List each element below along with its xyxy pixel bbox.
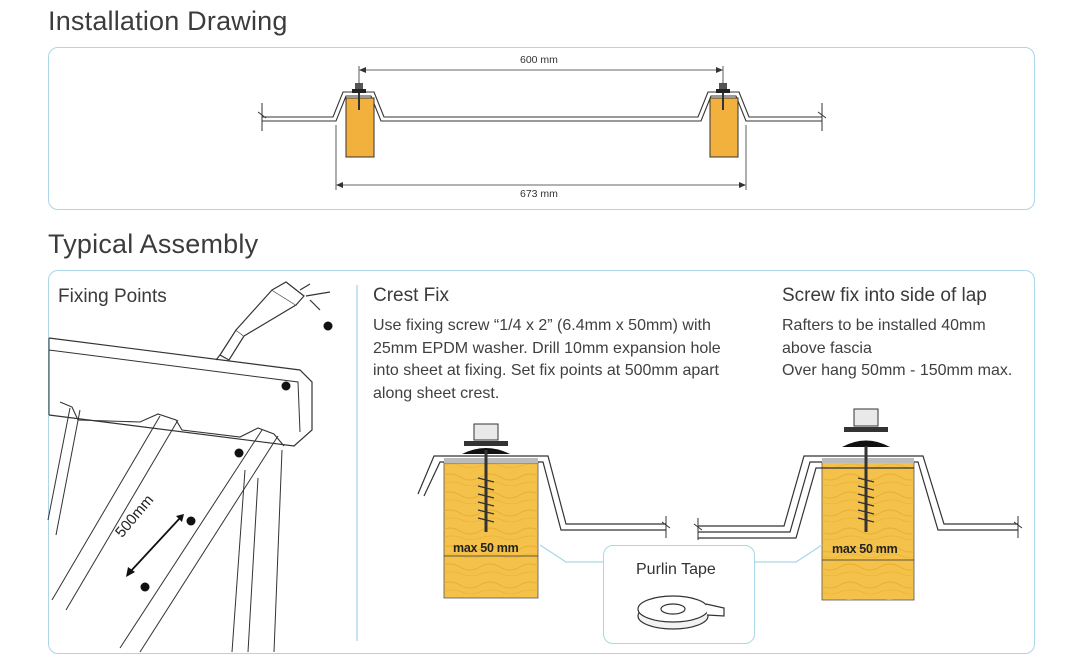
crest-fix-section (417, 423, 671, 599)
crest-fix-line: into sheet at fixing. Set fix points at … (373, 362, 719, 379)
fixing-points-title: Fixing Points (58, 286, 167, 307)
side-lap-line: Rafters to be installed 40mm (782, 317, 986, 334)
screw-right (716, 83, 730, 110)
side-lap-section (693, 408, 1023, 601)
fixing-points-illustration (47, 281, 333, 653)
tape-leader-right (754, 544, 823, 563)
dimension-label-600: 600 mm (517, 54, 561, 66)
profile-sheet-section (257, 91, 827, 131)
side-lap-max-depth-label: max 50 mm (832, 542, 898, 556)
side-lap-title: Screw fix into side of lap (782, 285, 987, 306)
installation-drawing-title: Installation Drawing (48, 6, 288, 36)
purlin-tape-label: Purlin Tape (636, 561, 716, 578)
typical-assembly-title: Typical Assembly (48, 229, 259, 259)
dimension-673 (335, 125, 747, 190)
crest-fix-line: Use fixing screw “1/4 x 2” (6.4mm x 50mm… (373, 317, 711, 334)
crest-max-depth-label: max 50 mm (453, 541, 519, 555)
screw-left (352, 83, 366, 110)
crest-fix-title: Crest Fix (373, 285, 449, 306)
crest-fix-line: 25mm EPDM washer. Drill 10mm expansion h… (373, 339, 721, 357)
installation-drawing-panel (48, 47, 1035, 210)
tape-roll-icon (637, 595, 725, 630)
side-lap-line: above fascia (782, 339, 872, 357)
side-lap-description: Rafters to be installed 40mm above fasci… (782, 315, 1012, 383)
side-lap-line: Over hang 50mm - 150mm max. (782, 362, 1013, 379)
crest-fix-line: along sheet crest. (373, 384, 500, 402)
tape-leader-left (539, 544, 604, 563)
dimension-600 (358, 66, 724, 84)
crest-fix-description: Use fixing screw “1/4 x 2” (6.4mm x 50mm… (373, 315, 721, 405)
dimension-label-673: 673 mm (517, 188, 561, 200)
